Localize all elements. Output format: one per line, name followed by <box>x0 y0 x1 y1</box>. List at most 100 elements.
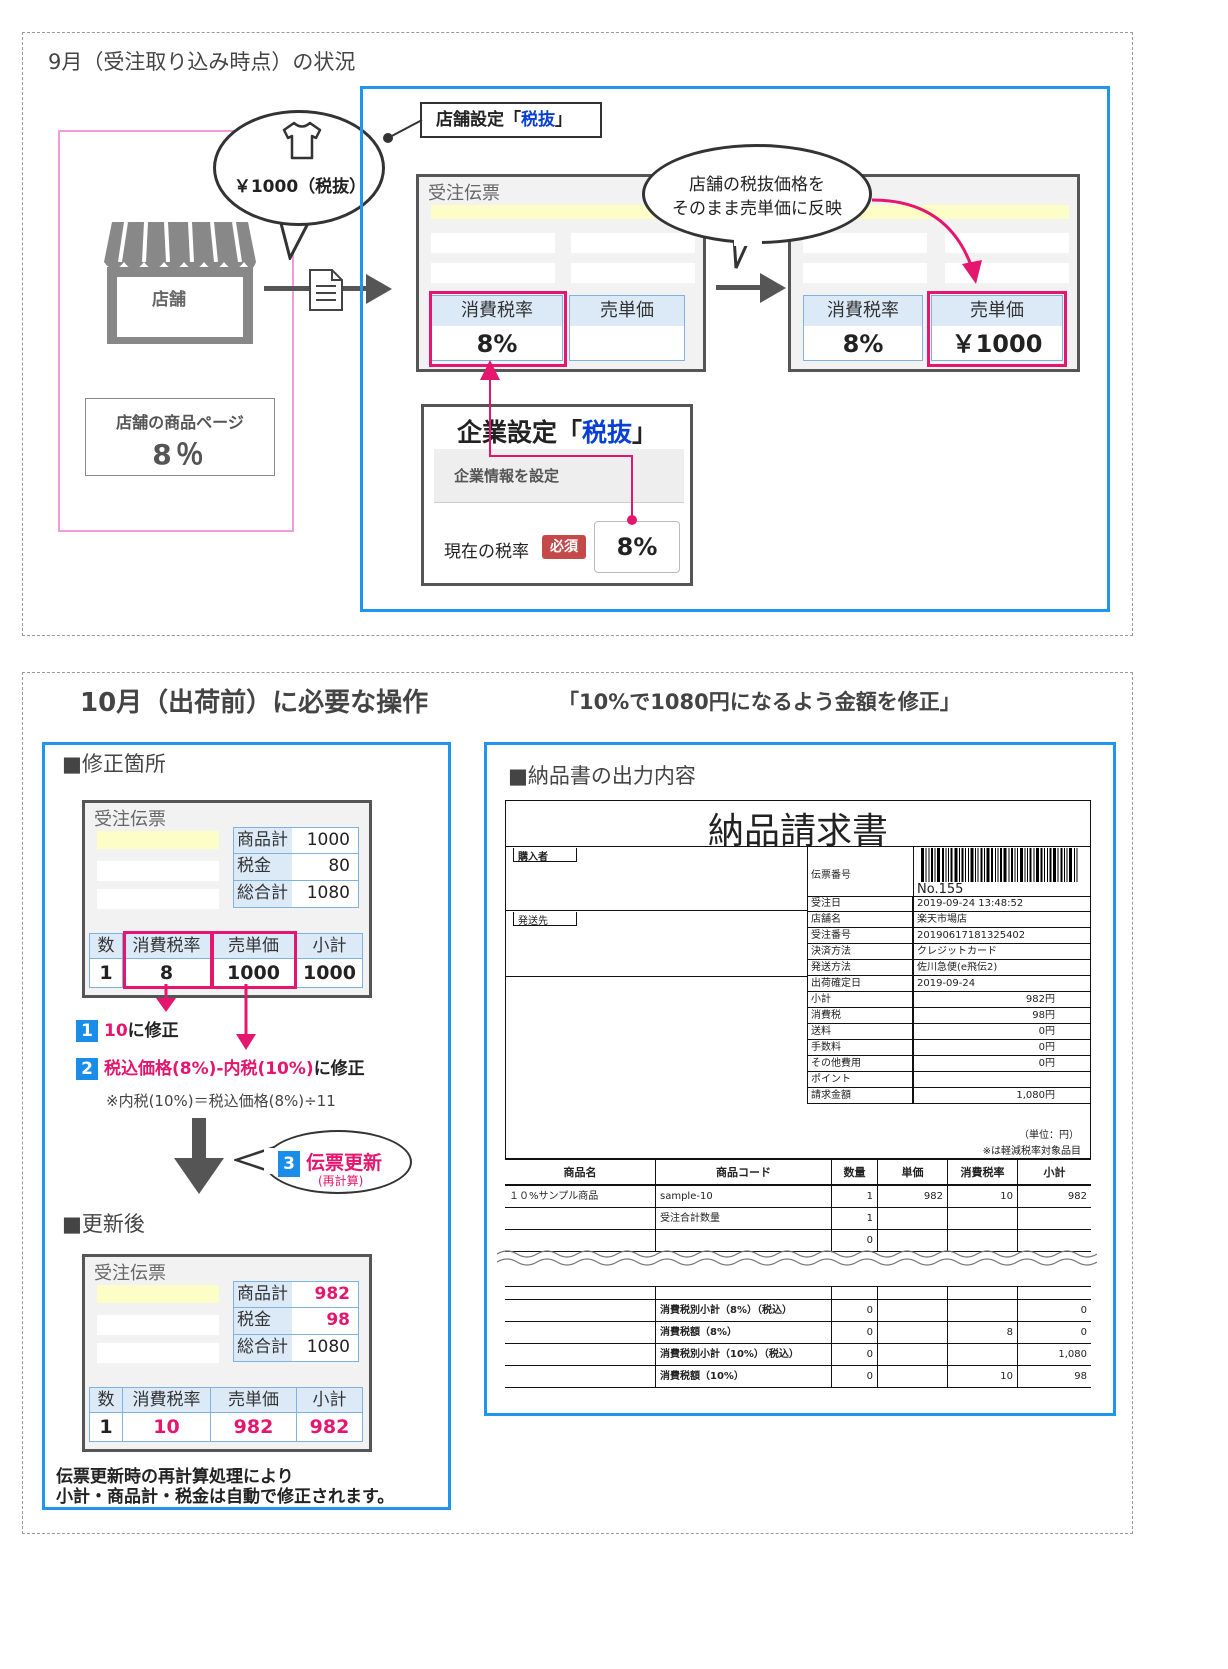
subtotal-cell: 消費税額（8%） <box>655 1322 831 1343</box>
items-cell: 0 <box>831 1230 877 1251</box>
barcode-bar <box>986 848 990 882</box>
barcode-bar <box>945 848 947 882</box>
output-header: ■納品書の出力内容 <box>508 764 696 788</box>
info-value: 2019-09-24 <box>917 978 976 989</box>
october-title: 10月（出荷前）に必要な操作 <box>80 688 429 718</box>
barcode-bar <box>1029 848 1032 882</box>
tax-rate-highlight <box>429 291 567 367</box>
tax-rate-fix-highlight <box>123 931 213 989</box>
reflect-bubble-line1: 店舗の税抜価格を <box>689 175 825 195</box>
barcode-bar <box>965 848 966 882</box>
barcode-bar <box>980 848 983 882</box>
invoice-title-rule <box>505 846 1091 847</box>
subtotal-cell: 1,080 <box>1017 1344 1091 1365</box>
step-2-number: 2 <box>76 1058 98 1080</box>
slip-field <box>97 1315 219 1335</box>
reflect-arrow <box>871 198 982 284</box>
subtotal-cell <box>877 1344 947 1365</box>
barcode-bar <box>970 848 974 882</box>
barcode-bar <box>1064 848 1065 882</box>
info-label: 発送方法 <box>807 960 913 975</box>
barcode-bar <box>1040 848 1043 882</box>
step-3-bubble-tail-cover <box>264 1148 274 1174</box>
store-frame <box>58 130 294 532</box>
after-header: ■更新後 <box>62 1212 145 1236</box>
update-arrow <box>174 1118 224 1194</box>
line-value: 1000 <box>211 959 297 988</box>
summary-value: 982 <box>314 1284 351 1304</box>
ship-rule <box>505 976 807 977</box>
barcode-bar <box>997 848 999 882</box>
items-cell: 982 <box>1017 1186 1091 1207</box>
line-value: 1 <box>89 1413 123 1442</box>
items-head-row: 商品名商品コード数量単価消費税率小計 <box>505 1158 1091 1186</box>
ship-to-label: 発送先 <box>513 912 577 927</box>
unit-price-value: ￥1000 <box>951 330 1043 358</box>
slip-field <box>803 233 927 253</box>
barcode-bar <box>921 848 924 882</box>
line-head-row: 数消費税率売単価小計 <box>89 1387 367 1413</box>
subtotal-cell: 98 <box>1017 1366 1091 1387</box>
store-product-page-box: 店舗の商品ページ 8％ <box>85 398 275 476</box>
recalc-note-line1: 伝票更新時の再計算処理により <box>56 1467 294 1487</box>
subtotal-cell: 消費税別小計（10%）（税込） <box>655 1344 831 1365</box>
subtotal-cell <box>505 1344 655 1365</box>
summary-label: 総合計 <box>234 881 292 907</box>
info-value: 佐川急便(e飛伝2) <box>917 962 998 973</box>
subtotal-cell: 8 <box>947 1322 1017 1343</box>
line-head: 小計 <box>297 933 363 959</box>
company-setting-prefix: 企業設定「 <box>456 418 582 447</box>
flow-arrow-head <box>366 274 392 304</box>
slip-arrow-line <box>716 285 766 290</box>
info-row: 発送方法佐川急便(e飛伝2) <box>807 960 1091 976</box>
current-rate-input[interactable]: 8% <box>594 521 680 573</box>
info-label: ポイント <box>807 1072 913 1087</box>
subtotal-row: 消費税別小計（10%）（税込）0 1,080 <box>505 1344 1091 1366</box>
barcode-bar <box>1033 848 1035 882</box>
info-value: 楽天市場店 <box>917 914 967 925</box>
slip-field <box>431 233 555 253</box>
subtotal-cell: 0 <box>1017 1322 1091 1343</box>
barcode-bar <box>1047 848 1048 882</box>
shop-setting-connector <box>383 119 423 143</box>
info-label: 手数料 <box>807 1040 913 1055</box>
document-icon <box>309 269 343 311</box>
summary-value: 1080 <box>306 1337 350 1357</box>
info-label: 受注番号 <box>807 928 913 943</box>
barcode-bar <box>954 848 958 882</box>
barcode <box>921 848 1078 882</box>
slip-field <box>97 889 219 909</box>
step-3-sub: (再計算) <box>318 1174 364 1188</box>
barcode-bar <box>928 848 930 882</box>
company-setting-box: 企業設定「税抜」 企業情報を設定 現在の税率 必須 8% <box>421 404 693 586</box>
subtotal-cell: 10 <box>947 1366 1017 1387</box>
info-row: ポイント <box>807 1072 1091 1088</box>
subtotal-cell: 0 <box>831 1366 877 1387</box>
info-value: 982円 <box>1025 994 1055 1005</box>
subtotal-cell: 0 <box>831 1344 877 1365</box>
subtotal-cell <box>1017 1287 1091 1299</box>
buyer-rule <box>505 910 807 911</box>
items-cell <box>947 1208 1017 1229</box>
info-value: 0円 <box>1038 1058 1055 1069</box>
line-value: 1000 <box>297 959 363 988</box>
unit-price-fix-highlight <box>211 931 297 989</box>
barcode-bar <box>934 848 936 882</box>
line-head: 売単価 <box>211 933 297 959</box>
info-label: 決済方法 <box>807 944 913 959</box>
step-1-value: 10 <box>104 1021 128 1041</box>
items-cell <box>655 1230 831 1251</box>
subtotal-cell <box>947 1300 1017 1321</box>
slip-field <box>571 263 695 283</box>
